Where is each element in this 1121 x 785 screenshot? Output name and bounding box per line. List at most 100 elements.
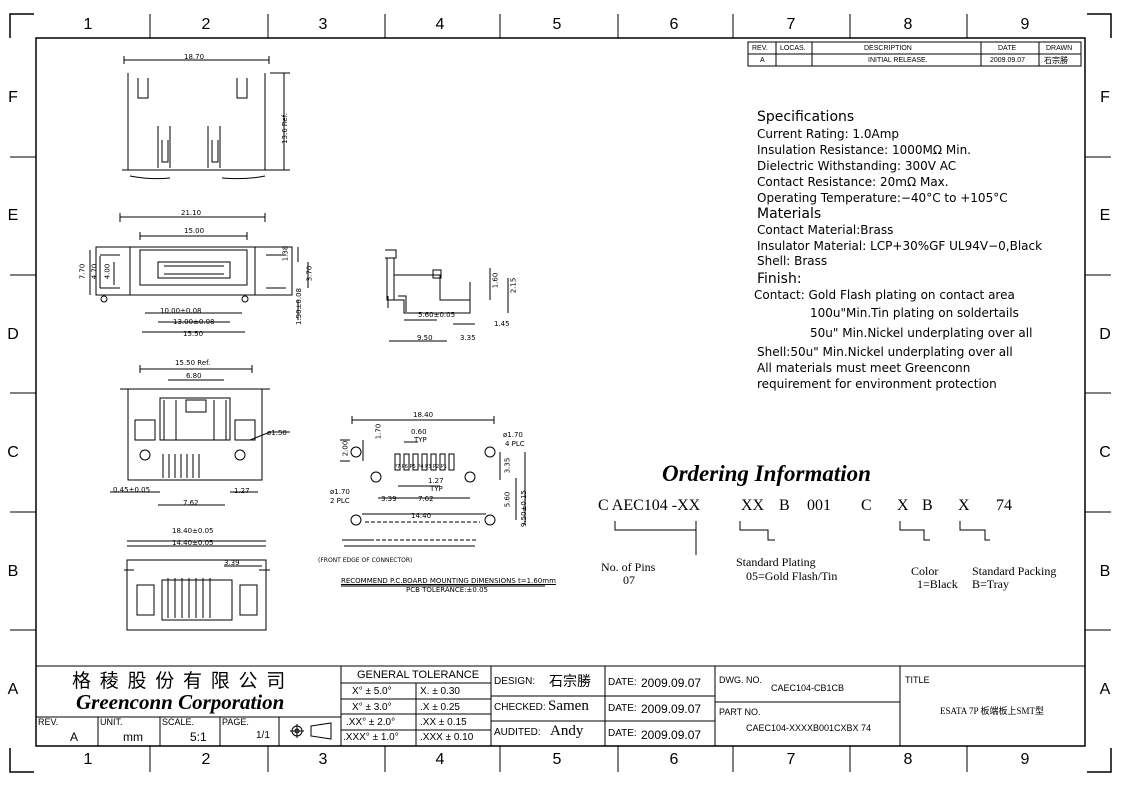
- order-code-b2: B: [922, 497, 933, 514]
- spec-line: Current Rating: 1.0Amp: [757, 127, 900, 141]
- rev-header-date: DATE: [998, 45, 1017, 52]
- page-label: PAGE.: [222, 717, 249, 727]
- finish-line: Shell:50u" Min.Nickel underplating over …: [757, 345, 1013, 359]
- date-value: 2009.09.07: [641, 728, 702, 742]
- dim-bottom: 14.40±0.05: [172, 539, 214, 547]
- material-line: Contact Material:Brass: [757, 223, 894, 237]
- audited-value: Andy: [550, 723, 584, 739]
- order-code-plating: XX: [741, 497, 765, 514]
- dim-bottom: 18.40±0.05: [172, 527, 214, 535]
- spec-line: Contact Resistance: 20mΩ Max.: [757, 175, 949, 189]
- date-value: 2009.09.07: [641, 676, 702, 690]
- dim-front: 15.00: [184, 227, 205, 235]
- dim-bottom: 3.39: [224, 559, 240, 567]
- dim-pcb: 1.70: [374, 423, 383, 440]
- page-value: 1/1: [256, 730, 270, 741]
- order-code-packing: X: [958, 497, 970, 514]
- dim-rear: ø1.50: [267, 429, 287, 437]
- order-value-pins: 07: [623, 573, 635, 587]
- scale-value: 5:1: [190, 730, 207, 744]
- tolerance-title: GENERAL TOLERANCE: [357, 669, 480, 681]
- dim-side: 1.45: [494, 320, 510, 328]
- zone-bottom-2: 2: [201, 751, 211, 768]
- rev-row-drawn: 石宗勝: [1044, 56, 1068, 65]
- dim-rear: 1.27: [234, 487, 250, 495]
- dim-front: 1.50±0.08: [295, 287, 304, 326]
- title-value: ESATA 7P 板端板上SMT型: [940, 706, 1044, 716]
- company-en: Greenconn Corporation: [76, 690, 285, 714]
- order-value-color: 1=Black: [917, 577, 958, 591]
- unit-label: UNIT.: [100, 717, 123, 727]
- dim-pcb: 1.27: [428, 477, 444, 485]
- dim-pcb: TYP: [430, 485, 443, 493]
- order-code-color: X: [897, 497, 909, 514]
- spec-line: Dielectric Withstanding: 300V AC: [757, 159, 957, 173]
- rev-header-rev: REV.: [752, 45, 768, 52]
- top-view: [122, 56, 290, 180]
- zone-left-a: A: [7, 681, 19, 698]
- rev-header-locas: LOCAS.: [780, 45, 806, 52]
- rev-header-drawn: DRAWN: [1046, 45, 1073, 52]
- pcb-note: RECOMMEND P.C.BOARD MOUNTING DIMENSIONS …: [341, 577, 556, 585]
- ordering-title: Ordering Information: [662, 461, 871, 486]
- dim-top-height: 13.6 Ref.: [280, 113, 289, 144]
- rev-row-date: 2009.09.07: [990, 57, 1026, 64]
- zone-bottom-1: 1: [83, 751, 93, 768]
- order-label-plating: Standard Plating: [736, 555, 816, 569]
- checked-label: CHECKED:: [494, 702, 546, 713]
- tol-angular: .XXX° ± 1.0°: [343, 732, 399, 743]
- dim-top-width: 18.70: [184, 53, 205, 61]
- finish-line: requirement for environment protection: [757, 377, 997, 391]
- dim-pcb: 3.35: [503, 457, 512, 474]
- dim-pcb: ø1.70: [330, 488, 350, 496]
- dim-front: 21.10: [181, 209, 202, 217]
- part-value: CAEC104-XXXXB001CXBX 74: [746, 723, 872, 733]
- order-code-001: 001: [807, 497, 831, 514]
- dim-pcb: 4 PLC: [505, 440, 525, 448]
- zone-left-b: B: [7, 563, 19, 580]
- zone-top-4: 4: [435, 16, 445, 33]
- zone-right-f: F: [1100, 89, 1110, 106]
- zone-left-c: C: [7, 444, 19, 461]
- order-code-74: 74: [996, 497, 1012, 514]
- zone-right-a: A: [1099, 681, 1111, 698]
- date-label: DATE:: [608, 728, 637, 739]
- spec-line: Insulation Resistance: 1000MΩ Min.: [757, 143, 971, 157]
- pcb-footprint: [340, 416, 545, 587]
- spec-line: Operating Temperature:−40°C to +105°C: [757, 191, 1008, 205]
- dim-pcb: 9.50±0.15: [520, 489, 529, 528]
- front-view: [89, 213, 309, 333]
- dim-pcb: 14.40: [411, 512, 432, 520]
- dwg-label: DWG. NO.: [719, 675, 762, 685]
- tol-angular: .XX° ± 2.0°: [346, 717, 396, 728]
- zone-right-e: E: [1099, 207, 1111, 224]
- order-label-pins: No. of Pins: [601, 560, 656, 574]
- order-label-packing: Standard Packing: [972, 564, 1057, 578]
- zone-top-8: 8: [903, 16, 913, 33]
- zone-bottom-8: 8: [903, 751, 913, 768]
- tol-angular: X° ± 3.0°: [352, 702, 392, 713]
- date-value: 2009.09.07: [641, 702, 702, 716]
- rev-value: A: [70, 730, 79, 744]
- materials-title: Materials: [757, 206, 822, 222]
- side-view: [385, 249, 509, 342]
- dim-front: 10.00±0.08: [160, 307, 202, 315]
- dim-front: 4.70: [90, 263, 99, 280]
- rev-label: REV.: [38, 717, 59, 727]
- dim-pcb-front-edge: (FRONT EDGE OF CONNECTOR): [318, 557, 413, 564]
- company-cn: 格 稜 股 份 有 限 公 司: [72, 671, 288, 692]
- design-label: DESIGN:: [494, 676, 536, 687]
- zone-left-d: D: [7, 326, 19, 343]
- zone-right-c: C: [1099, 444, 1111, 461]
- bottom-view: [124, 540, 270, 631]
- dim-pcb: 18.40: [413, 411, 434, 419]
- finish-line: 50u" Min.Nickel underplating over all: [810, 326, 1033, 340]
- dim-rear: 7.62: [183, 499, 199, 507]
- finish-line: 100u"Min.Tin plating on soldertails: [810, 306, 1019, 320]
- zone-left-e: E: [7, 207, 19, 224]
- spec-title: Specifications: [757, 109, 855, 125]
- zone-bottom-6: 6: [669, 751, 679, 768]
- rev-header-description: DESCRIPTION: [864, 45, 912, 52]
- zone-top-1: 1: [83, 16, 93, 33]
